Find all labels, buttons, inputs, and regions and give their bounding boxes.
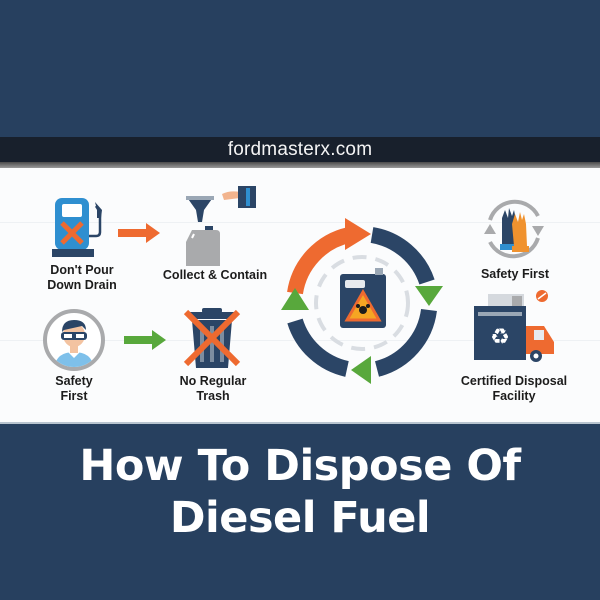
label-line: Safety [55,374,93,388]
step-label-safety-gloves: Safety First [470,267,560,282]
step-label-no-trash: No Regular Trash [160,374,266,404]
hazard-jerrycan-cycle-icon [281,218,443,384]
label-line: Don't Pour [50,263,114,277]
label-line: Collect & Contain [162,268,268,282]
step-label-dont-pour: Don't Pour Down Drain [30,263,134,293]
step-label-safety-person: Safety First [34,374,114,404]
background-line [0,222,600,223]
step-label-facility: Certified Disposal Facility [454,374,574,404]
url-bar: fordmasterx.com [0,137,600,162]
label-line: Safety First [480,267,550,281]
gloves-cycle-icon [484,199,544,259]
infographic-panel: Don't Pour Down Drain Collect & Contain [0,168,600,422]
label-line: Down Drain [47,278,117,292]
fuel-pump-crossed-icon [52,198,102,257]
label-line: First [60,389,88,403]
label-line: Trash [196,389,230,403]
url-bar-shadow [0,162,600,168]
trash-can-crossed-icon [183,308,241,368]
site-url[interactable]: fordmasterx.com [227,138,373,160]
label-line: No Regular [179,374,247,388]
arrow-right-icon [118,223,160,243]
recycling-truck-icon: ♻ [474,290,554,362]
person-goggles-icon [43,309,105,371]
label-line: Certified Disposal [460,374,568,388]
top-banner [0,0,600,137]
funnel-canister-icon [186,186,256,266]
svg-text:♻: ♻ [490,325,510,350]
title-line-1: How To Dispose Of [79,441,521,491]
arrow-right-icon [124,330,166,350]
page-title: How To Dispose Of Diesel Fuel [0,440,600,544]
panel-divider [0,422,600,424]
label-line: Facility [492,389,536,403]
step-label-collect: Collect & Contain [150,268,280,283]
bottom-banner [0,424,600,600]
title-line-2: Diesel Fuel [169,493,431,543]
